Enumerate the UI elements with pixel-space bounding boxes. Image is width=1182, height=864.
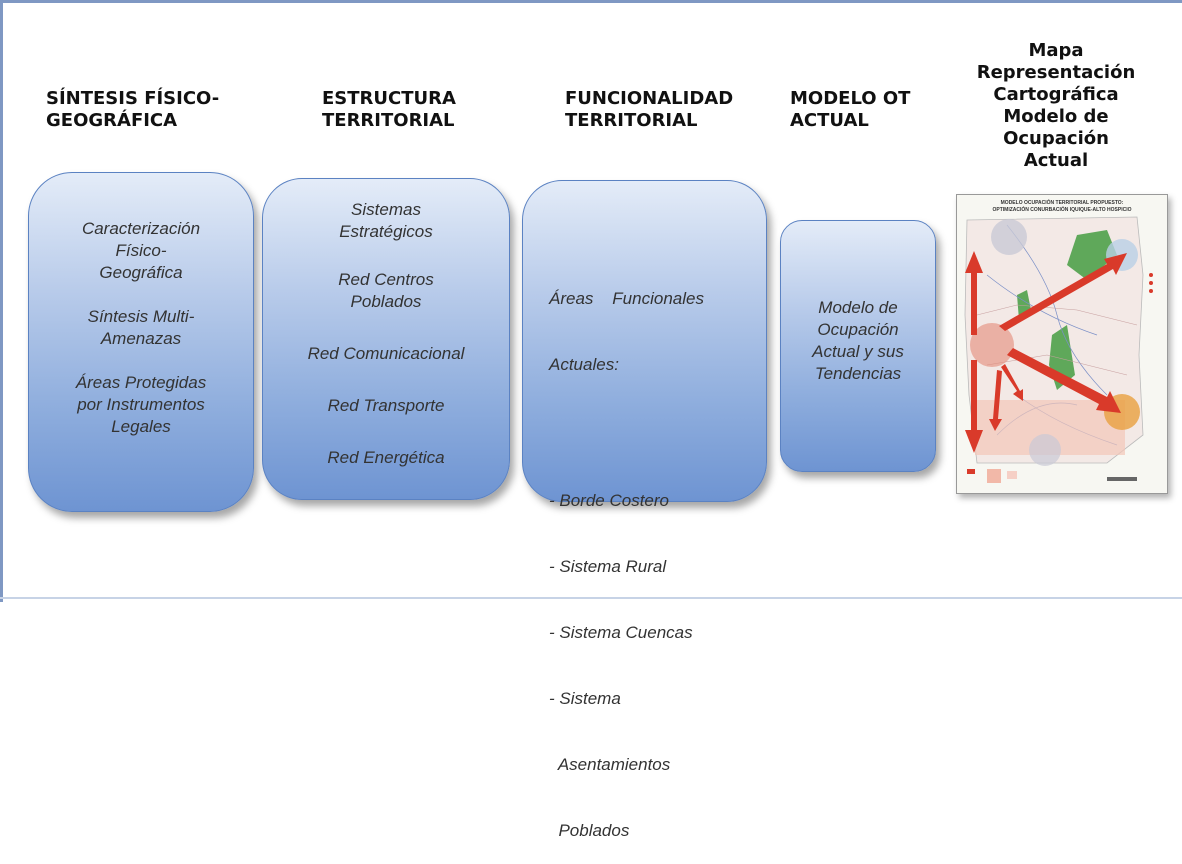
box-spacer: [263, 417, 509, 447]
box-line: - Sistema Rural: [549, 557, 667, 576]
map-scale-bar: [1107, 477, 1137, 481]
box-spacer: [263, 243, 509, 269]
box-line: Red Transporte: [327, 396, 445, 415]
heading-line: GEOGRÁFICA: [46, 110, 178, 131]
box-estructura: Sistemas Estratégicos Red Centros Poblad…: [262, 178, 510, 500]
heading-line: SÍNTESIS FÍSICO-: [46, 88, 220, 109]
map-title-line: Representación: [976, 62, 1136, 83]
heading-line: TERRITORIAL: [565, 110, 698, 131]
box-line: Amenazas: [100, 329, 182, 348]
heading-line: MODELO OT: [790, 88, 911, 109]
box-spacer: [29, 284, 253, 306]
box-line: - Sistema: [549, 689, 621, 708]
map-legend-dots: [1149, 273, 1153, 293]
map-boundary-lines: [976, 304, 1138, 376]
heading-estructura: ESTRUCTURA TERRITORIAL: [322, 88, 456, 132]
heading-funcionalidad: FUNCIONALIDAD TERRITORIAL: [565, 88, 733, 132]
heading-modelo: MODELO OT ACTUAL: [790, 88, 910, 132]
box-line: Poblados: [549, 821, 630, 840]
frame-bottom-border: [0, 597, 1182, 599]
box-line: por Instrumentos: [77, 395, 205, 414]
heading-line: ESTRUCTURA: [322, 88, 456, 109]
map-heading-line-1: MODELO OCUPACIÓN TERRITORIAL PROPUESTO:: [1001, 198, 1124, 206]
box-line: Tendencias: [814, 364, 902, 383]
box-line: Caracterización: [81, 219, 201, 238]
box-spacer: [263, 365, 509, 395]
map-graphic: MODELO OCUPACIÓN TERRITORIAL PROPUESTO: …: [964, 198, 1153, 483]
map-title-line: Modelo de: [1003, 106, 1109, 127]
map-title-line: Ocupación: [1003, 128, 1109, 149]
map-circle-main: [970, 323, 1014, 367]
box-line: - Sistema Cuencas: [549, 623, 693, 642]
box-line: Poblados: [350, 292, 422, 311]
map-legend-swatch: [1007, 471, 1017, 479]
box-line: Actual y sus: [812, 342, 904, 361]
box-line: - Borde Costero: [549, 491, 669, 510]
box-line: Modelo de: [818, 298, 898, 317]
territorial-model-map: MODELO OCUPACIÓN TERRITORIAL PROPUESTO: …: [956, 194, 1168, 494]
map-circle: [1029, 434, 1061, 466]
box-line: Legales: [111, 417, 171, 436]
heading-line: TERRITORIAL: [322, 110, 455, 131]
box-sintesis: Caracterización Físico- Geográfica Sínte…: [28, 172, 254, 512]
box-modelo: Modelo de Ocupación Actual y sus Tendenc…: [780, 220, 936, 472]
box-spacer: [263, 313, 509, 343]
box-line: Asentamientos: [549, 755, 671, 774]
box-line: Ocupación: [817, 320, 899, 339]
heading-line: ACTUAL: [790, 110, 869, 131]
map-title-line: Mapa: [1028, 40, 1084, 61]
box-line: Estratégicos: [339, 222, 433, 241]
map-panel-title: Mapa Representación Cartográfica Modelo …: [945, 40, 1167, 172]
box-line: Red Centros: [338, 270, 434, 289]
map-green-area: [1067, 230, 1117, 280]
box-line: Áreas Protegidas: [75, 373, 207, 392]
box-spacer: [549, 420, 766, 446]
map-circle: [991, 219, 1027, 255]
box-line: Geográfica: [99, 263, 183, 282]
box-line: Red Comunicacional: [307, 344, 465, 363]
map-legend-swatch: [987, 469, 1001, 483]
box-line: Sistemas: [351, 200, 421, 219]
box-funcionalidad: Áreas Funcionales Actuales: - Borde Cost…: [522, 180, 767, 840]
frame-left-border: [0, 0, 3, 602]
frame-top-border: [0, 0, 1182, 3]
box-line: Síntesis Multi-: [87, 307, 195, 326]
heading-sintesis: SÍNTESIS FÍSICO- GEOGRÁFICA: [46, 88, 219, 132]
map-arrows: [965, 251, 1127, 453]
box-spacer: [29, 350, 253, 372]
map-heading-line-2: OPTIMIZACIÓN CONURBACIÓN IQUIQUE-ALTO HO…: [993, 205, 1132, 213]
heading-line: FUNCIONALIDAD: [565, 88, 734, 109]
box-line: Áreas Funcionales: [549, 289, 704, 308]
box-line: Actuales:: [549, 355, 619, 374]
map-title-line: Cartográfica: [993, 84, 1119, 105]
map-title-line: Actual: [1023, 150, 1089, 171]
box-line: Red Energética: [327, 448, 445, 467]
box-line: Físico-: [115, 241, 167, 260]
map-legend-swatch: [967, 469, 975, 474]
